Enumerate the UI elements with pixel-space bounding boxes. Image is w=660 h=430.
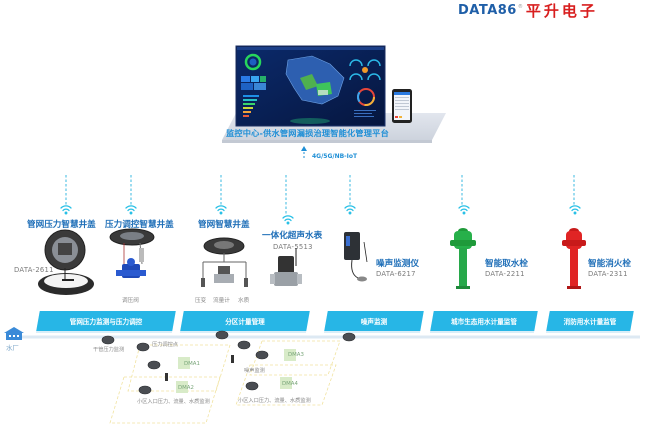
category-label: 噪声监测 [360, 318, 388, 326]
dma3-label: DMA3 [288, 352, 304, 358]
device-title-pressure-control-manhole: 压力调控智慧井盖 [105, 220, 174, 230]
uplink-arrow-icon [301, 146, 307, 160]
network-bus [48, 174, 628, 215]
dma-building-icon [178, 357, 190, 369]
dma2-label: DMA2 [178, 385, 194, 391]
dma-zone [249, 340, 341, 376]
noise-monitor-icon [344, 232, 368, 282]
manhole-cover-open-icon [38, 229, 94, 295]
device-model-6217: DATA-6217 [376, 270, 416, 278]
wifi-icon [569, 205, 581, 215]
wifi-icon [458, 205, 470, 215]
device-title-noise-monitor: 噪声监测仪 [376, 259, 419, 269]
wifi-icons [60, 205, 581, 225]
dma-zone [235, 364, 337, 406]
category-eco-water-metering[interactable]: 城市生态用水计量监管 [430, 311, 538, 331]
manhole-cover-sensors-icon [201, 237, 248, 287]
trunk-pressure-label: 干管压力监测 [93, 347, 125, 353]
manhole-node-icon [138, 385, 152, 395]
category-label: 管网压力监测与压力调控 [69, 318, 143, 326]
wifi-icon [282, 215, 294, 225]
noise-monitoring-label: 噪声监测 [244, 368, 265, 374]
category-pressure-monitoring[interactable]: 管网压力监测与压力调控 [36, 311, 176, 331]
device-model-5513: DATA-5513 [273, 243, 313, 251]
category-label: 城市生态用水计量监管 [451, 318, 517, 326]
drop-lines [65, 175, 575, 215]
dma1-label: DMA1 [184, 361, 200, 367]
comm-protocol-label: 4G/5G/NB-IoT [312, 153, 358, 160]
category-label: 分区计量管理 [225, 318, 265, 326]
registered-mark: ® [517, 4, 523, 10]
dma-zone [109, 376, 221, 424]
manhole-node-icon [215, 330, 229, 340]
manhole-node-icon [136, 342, 150, 352]
smartphone-icon [392, 89, 412, 123]
device-model-2211: DATA-2211 [485, 270, 525, 278]
pressure-control-point-label: 压力调控点 [152, 342, 178, 348]
part-label-pressure-transmitter: 压变 [195, 298, 207, 304]
part-label-flowmeter: 流量计 [213, 298, 230, 304]
brand-name-cn: 平升电子 [525, 2, 598, 20]
device-title-pressure-manhole: 管网压力智慧井盖 [27, 220, 96, 230]
wifi-icon [344, 205, 356, 215]
category-fire-water-metering[interactable]: 消防用水计量监管 [546, 311, 634, 331]
dashboard-screen-icon [235, 45, 386, 127]
manhole-node-icon [147, 360, 161, 370]
brand-name-en: DATA86 [458, 3, 517, 18]
manhole-node-icon [342, 332, 356, 342]
manhole-cover-valve-icon [109, 228, 155, 278]
platform-title: 监控中心-供水管网漏损治理智能化管理平台 [226, 128, 389, 138]
red-fire-hydrant-icon [562, 228, 586, 289]
device-title-ultrasonic-meter: 一体化超声水表 [262, 231, 323, 241]
ultrasonic-water-meter-icon [270, 248, 302, 286]
manhole-node-icon [245, 381, 259, 391]
manhole-node-icon [237, 340, 251, 350]
wifi-icon [60, 205, 72, 215]
device-title-water-hydrant: 智能取水栓 [485, 259, 528, 269]
waterworks-label: 水厂 [6, 344, 19, 352]
monitoring-center-graphic [222, 45, 446, 160]
dma-building-icon [176, 381, 188, 393]
dma-building-icon [284, 349, 296, 361]
platform-slab-edge [222, 140, 432, 143]
waterworks-building-icon [4, 327, 24, 340]
device-model-2611: DATA-2611 [14, 266, 54, 274]
district-entry-monitoring-label: 小区入口压力、流量、水质监测 [137, 399, 210, 405]
manhole-node-icon [255, 350, 269, 360]
dma4-label: DMA4 [282, 381, 298, 387]
district-entry-monitoring-label-2: 小区入口压力、流量、水质监测 [238, 398, 311, 404]
green-hydrant-icon [450, 228, 476, 289]
dma-zone [127, 344, 231, 392]
part-label-pressure-valve: 调压阀 [122, 298, 139, 304]
device-illustrations [38, 228, 586, 295]
wifi-icon [215, 205, 227, 215]
part-label-water-quality: 水质 [238, 298, 250, 304]
category-noise-monitoring[interactable]: 噪声监测 [324, 311, 424, 331]
dma-building-icon [280, 377, 292, 389]
device-model-2311: DATA-2311 [588, 270, 628, 278]
wifi-icon [125, 205, 137, 215]
category-label: 消防用水计量监管 [563, 318, 617, 326]
brand-logo: DATA86 ® 平升电子 [458, 3, 598, 19]
category-dma-metering[interactable]: 分区计量管理 [180, 311, 310, 331]
noise-sensor-icon [165, 373, 168, 381]
device-title-fire-hydrant: 智能消火栓 [588, 259, 631, 269]
pipeline-network [4, 327, 640, 424]
manhole-node-icon [101, 335, 115, 345]
noise-sensor-icon [231, 355, 234, 363]
device-title-smart-manhole: 管网智慧井盖 [198, 220, 250, 230]
